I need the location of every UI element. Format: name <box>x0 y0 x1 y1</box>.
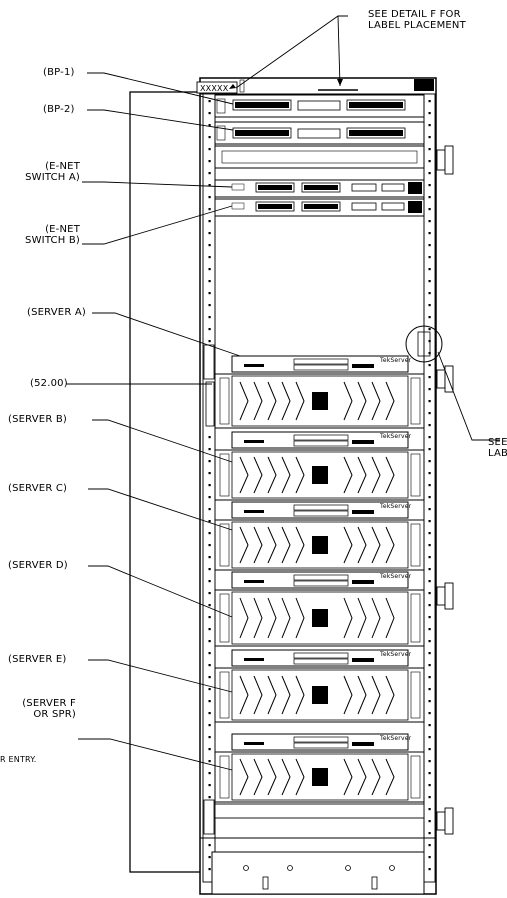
detail-f-note: SEE DETAIL F FOR LABEL PLACEMENT <box>368 9 466 31</box>
server-f-line1: (SERVER F <box>22 698 76 709</box>
enet-switch-b-label: (E-NET SWITCH B) <box>18 224 80 246</box>
leader-lines <box>66 15 500 771</box>
ethernet-switch-a <box>214 179 425 198</box>
breaker-panel-bp1 <box>214 94 425 118</box>
server-f-line2: OR SPR) <box>33 709 76 720</box>
detail-right-line2: LAB <box>488 448 507 459</box>
arrowheads <box>229 79 343 89</box>
bp2-label: (BP-2) <box>43 104 75 115</box>
server-d-brand: TekServer <box>380 573 412 580</box>
rack-side-panel <box>129 91 207 873</box>
enet-a-line1: (E-NET <box>45 161 80 172</box>
blank-panel <box>214 145 425 169</box>
server-e-label: (SERVER E) <box>8 654 67 665</box>
detail-circle <box>405 325 443 363</box>
server-d <box>214 571 425 647</box>
server-b-label: (SERVER B) <box>8 414 68 425</box>
ethernet-switch-b <box>214 198 425 217</box>
server-d-label: (SERVER D) <box>8 560 68 571</box>
server-e-brand: TekServer <box>380 651 412 658</box>
server-f <box>214 733 425 803</box>
server-c-brand: TekServer <box>380 503 412 510</box>
server-a-label: (SERVER A) <box>27 307 86 318</box>
server-b <box>214 431 425 501</box>
server-b-brand: TekServer <box>380 433 412 440</box>
detail-right-note: SEE LAB <box>488 437 507 459</box>
server-e <box>214 649 425 723</box>
enet-switch-a-label: (E-NET SWITCH A) <box>18 161 80 183</box>
xxxxx-label: XXXXX <box>200 84 229 93</box>
rack-base <box>200 803 436 895</box>
server-f-brand: TekServer <box>380 735 412 742</box>
breaker-panel-bp2 <box>214 121 425 145</box>
enet-b-line1: (E-NET <box>45 224 80 235</box>
server-c-label: (SERVER C) <box>8 483 68 494</box>
enet-b-line2: SWITCH B) <box>25 235 80 246</box>
server-f-label: (SERVER F OR SPR) <box>8 698 76 720</box>
bp1-label: (BP-1) <box>43 67 75 78</box>
detail-f-line2: LABEL PLACEMENT <box>368 20 466 31</box>
server-a-brand: TekServer <box>380 357 412 364</box>
enet-a-line2: SWITCH A) <box>25 172 80 183</box>
detail-f-line1: SEE DETAIL F FOR <box>368 9 461 20</box>
detail-right-line1: SEE <box>488 437 507 448</box>
server-c <box>214 501 425 571</box>
rack-side-handles <box>436 145 454 835</box>
dimension-52-label: (52.00) <box>30 378 68 389</box>
server-a <box>214 355 425 429</box>
entry-note: R ENTRY. <box>0 755 37 764</box>
